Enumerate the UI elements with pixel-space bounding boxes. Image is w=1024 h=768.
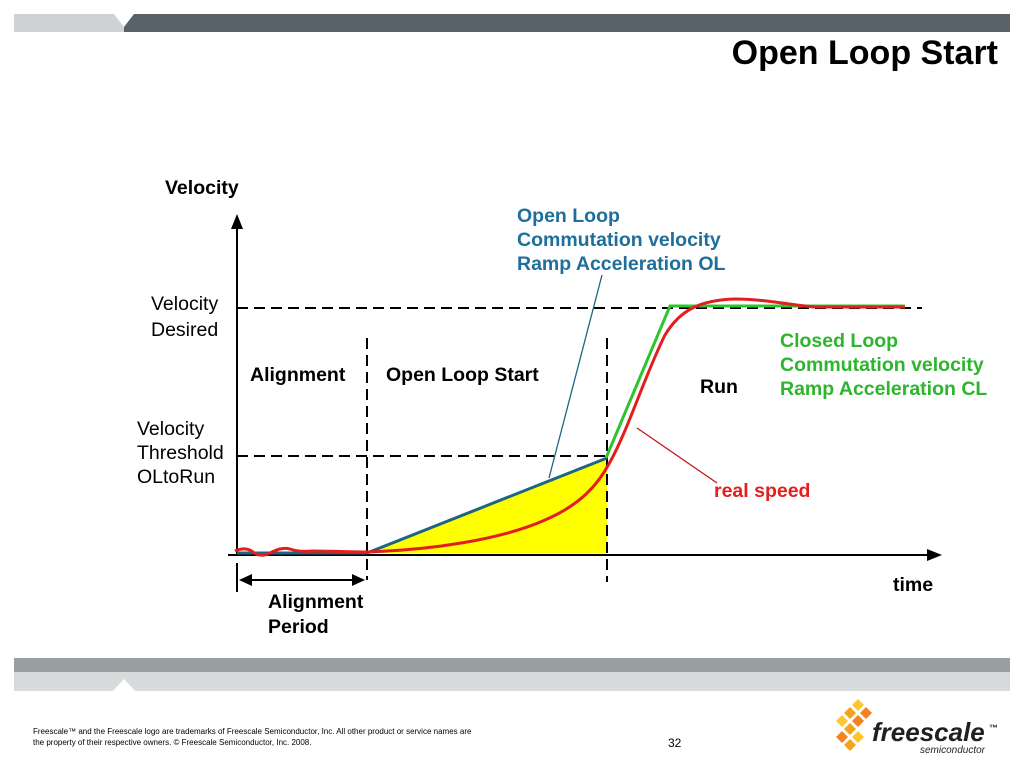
top-bar-light <box>14 14 124 32</box>
logo-tagline: semiconductor <box>920 745 986 756</box>
logo-wordmark: freescale <box>872 717 985 747</box>
velocity-threshold-line-2: Threshold <box>137 442 224 464</box>
logo-diamond <box>852 699 864 711</box>
bottom-bar <box>14 658 1010 692</box>
real-speed-curve <box>234 297 905 557</box>
velocity-desired-line-1: Velocity <box>151 293 218 315</box>
logo-diamond <box>852 731 864 743</box>
bottom-band-dark <box>14 658 1010 672</box>
x-axis-arrow <box>927 549 942 561</box>
freescale-logo: freescale ™ semiconductor <box>836 699 998 756</box>
dimension-right-arrow <box>352 574 365 586</box>
freescale-diamond-logo-icon <box>836 699 872 751</box>
footer-legal-line-1: Freescale™ and the Freescale logo are tr… <box>33 727 472 736</box>
logo-diamond <box>844 707 856 719</box>
y-axis-label: Velocity <box>165 177 239 199</box>
logo-diamond <box>836 731 848 743</box>
velocity-desired-label: Velocity Desired <box>151 293 218 341</box>
velocity-threshold-label: Velocity Threshold OLtoRun <box>137 418 224 488</box>
footer: Freescale™ and the Freescale logo are tr… <box>33 727 682 750</box>
x-axis-label: time <box>893 574 933 596</box>
open-loop-note-line-1: Open Loop <box>517 205 620 227</box>
closed-loop-note-line-1: Closed Loop <box>780 330 898 352</box>
logo-diamond <box>844 723 856 735</box>
alignment-period-label: Alignment Period <box>268 591 364 638</box>
page-number: 32 <box>668 736 682 750</box>
velocity-threshold-line-3: OLtoRun <box>137 466 215 488</box>
real-speed-label: real speed <box>714 480 810 502</box>
dimension-left-arrow <box>239 574 252 586</box>
phase-run-label: Run <box>700 376 738 398</box>
phase-open-loop-start-label: Open Loop Start <box>386 364 539 386</box>
closed-loop-note: Closed Loop Commutation velocity Ramp Ac… <box>780 330 987 400</box>
slide-title: Open Loop Start <box>732 34 998 72</box>
bottom-band-notch <box>112 679 136 692</box>
logo-diamond <box>852 715 864 727</box>
velocity-threshold-line-1: Velocity <box>137 418 204 440</box>
real-speed-leader-line <box>636 427 718 484</box>
top-bar-notch <box>114 14 134 27</box>
alignment-period-dimension <box>236 563 365 592</box>
open-loop-note-line-3: Ramp Acceleration OL <box>517 253 726 275</box>
phase-alignment-label: Alignment <box>250 364 346 386</box>
logo-diamond <box>844 739 856 751</box>
open-loop-leader-line <box>548 274 603 479</box>
logo-diamond <box>860 707 872 719</box>
alignment-period-line-1: Alignment <box>268 591 364 613</box>
logo-diamond <box>836 715 848 727</box>
velocity-desired-line-2: Desired <box>151 319 218 341</box>
open-loop-note-line-2: Commutation velocity <box>517 229 721 251</box>
closed-loop-note-line-3: Ramp Acceleration CL <box>780 378 987 400</box>
closed-loop-note-line-2: Commutation velocity <box>780 354 984 376</box>
open-loop-note: Open Loop Commutation velocity Ramp Acce… <box>517 205 726 275</box>
bottom-band-light <box>14 672 1010 691</box>
top-bar <box>14 14 1010 32</box>
y-axis-arrow <box>231 214 243 229</box>
logo-trademark: ™ <box>989 723 998 733</box>
footer-legal-line-2: the property of their respective owners.… <box>33 738 311 747</box>
velocity-diagram: Velocity time Velocity Desired Velocity … <box>137 177 987 638</box>
top-bar-dark <box>124 14 1010 32</box>
alignment-period-line-2: Period <box>268 616 329 638</box>
